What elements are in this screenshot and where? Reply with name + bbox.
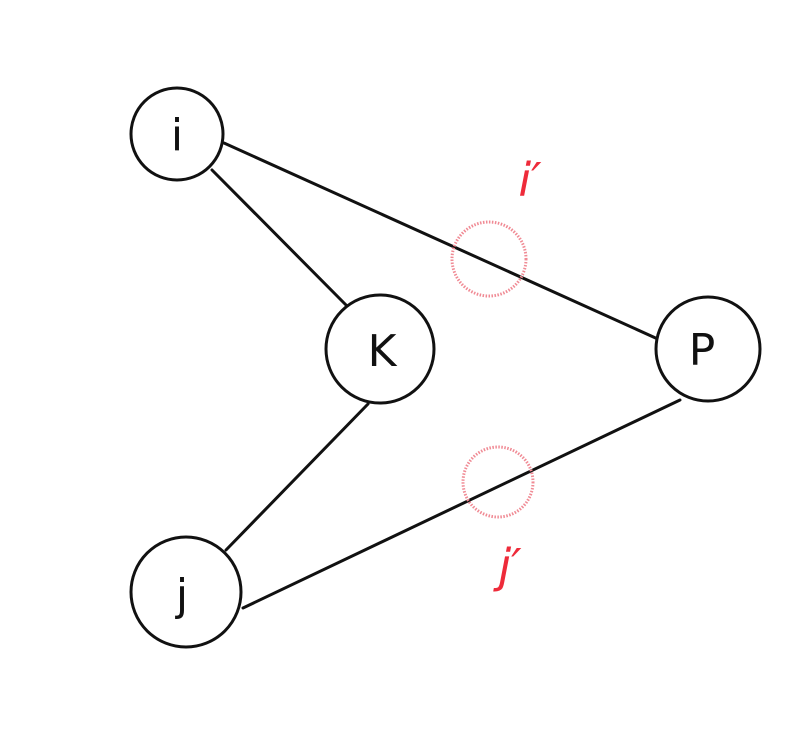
edge-j-p	[241, 398, 682, 610]
node-p: P	[654, 295, 762, 403]
node-k: K	[324, 293, 436, 405]
marker-i-prime	[450, 220, 528, 298]
marker-j-prime	[461, 445, 535, 519]
node-i-label: i	[171, 110, 183, 161]
node-p-label: P	[689, 325, 716, 376]
node-k-label: K	[368, 326, 398, 377]
annotation-i-prime: i′	[518, 153, 542, 207]
annotation-j-prime: j′	[492, 539, 522, 593]
node-i: i	[129, 86, 225, 182]
node-j: j	[129, 535, 243, 649]
edge-i-p	[222, 141, 662, 342]
node-j-label: j	[175, 570, 188, 621]
edge-i-k	[210, 168, 351, 310]
edge-k-j	[224, 402, 370, 552]
